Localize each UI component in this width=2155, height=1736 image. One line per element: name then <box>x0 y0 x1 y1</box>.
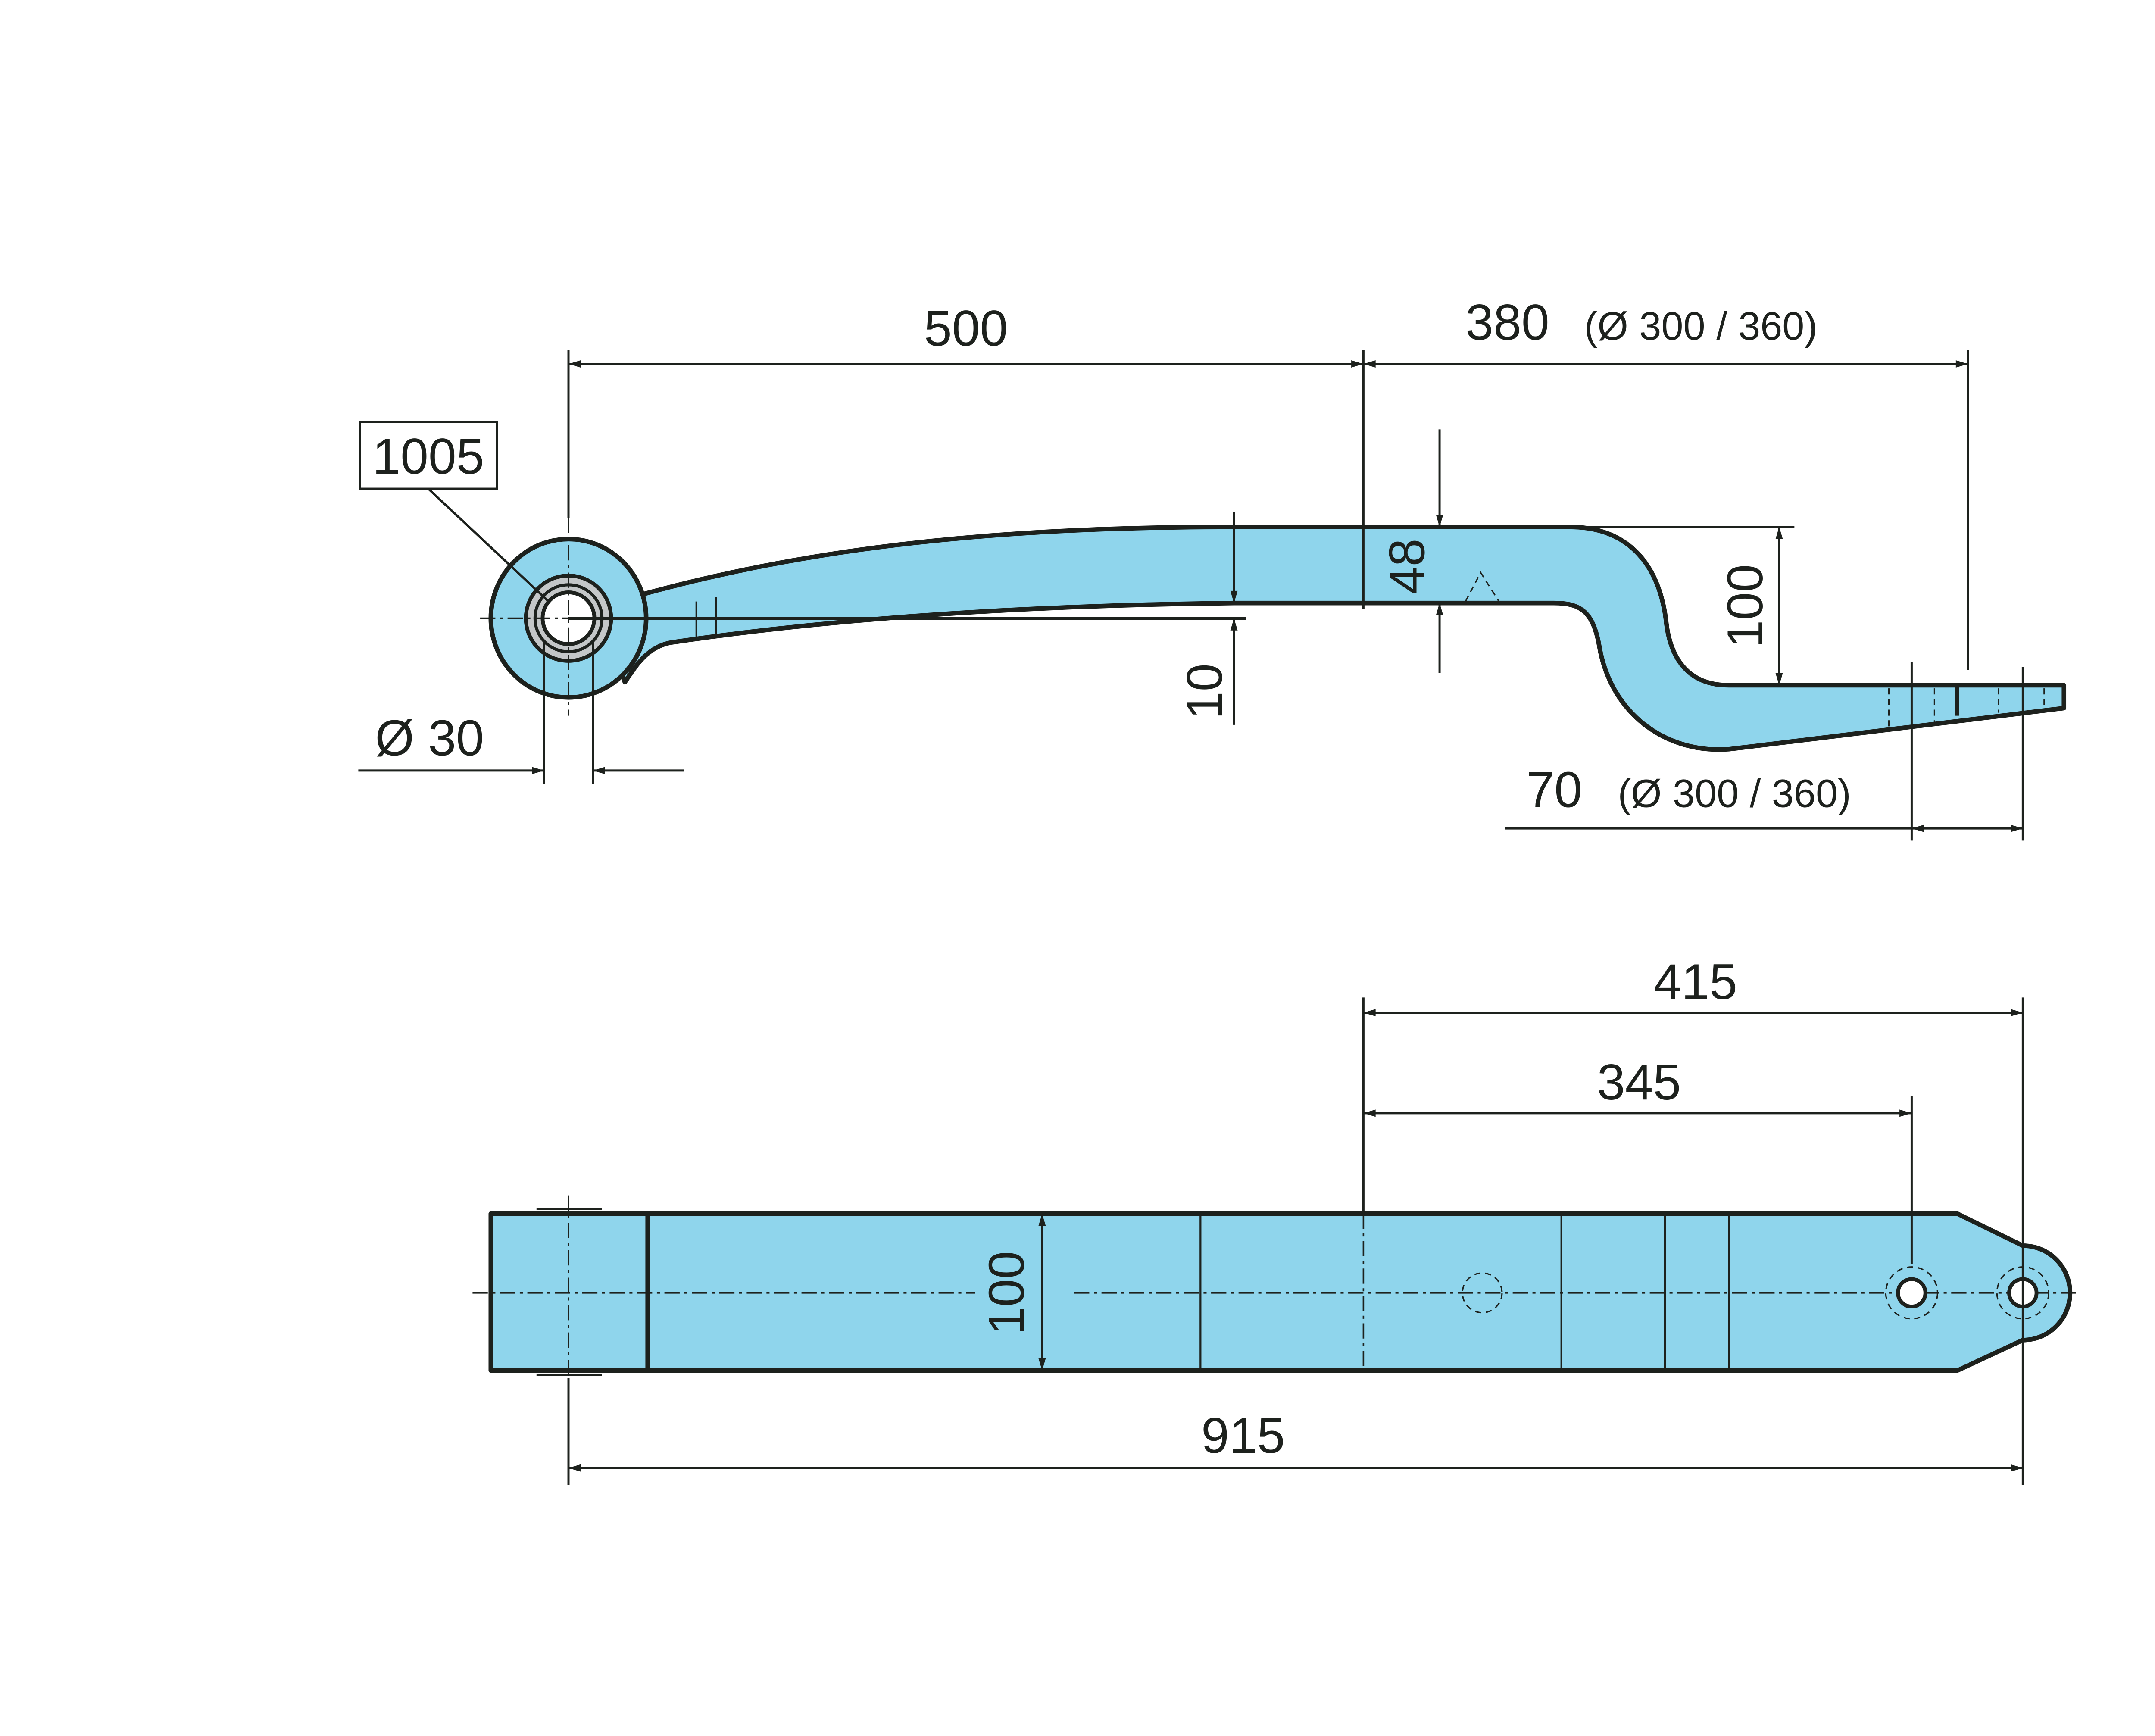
dim-345: 345 <box>1597 1054 1681 1110</box>
dim-415: 415 <box>1653 953 1737 1010</box>
dim-380: 380 <box>1465 294 1549 350</box>
side-view: 1005 500 380 (Ø 300 / 360) 48 100 10 Ø 3… <box>358 294 2067 841</box>
part-reference-label: 1005 <box>372 428 484 484</box>
dim-70-note: (Ø 300 / 360) <box>1618 772 1851 816</box>
dim-100-width: 100 <box>978 1251 1034 1335</box>
dim-915: 915 <box>1201 1407 1285 1464</box>
dim-10: 10 <box>1176 663 1233 719</box>
dim-eye-diameter: Ø 30 <box>375 710 484 766</box>
hidden-hole <box>1462 1272 1503 1314</box>
bolt-hole <box>1896 1277 1927 1309</box>
leaf-spring-plan <box>645 1211 2073 1373</box>
leaf-spring-side <box>600 525 2067 752</box>
dim-100-height: 100 <box>1717 564 1773 648</box>
dim-70: 70 <box>1526 762 1582 818</box>
dim-500: 500 <box>924 300 1008 356</box>
dim-48: 48 <box>1379 539 1435 595</box>
dim-380-note: (Ø 300 / 360) <box>1584 304 1818 348</box>
plan-view: 415 345 100 915 <box>472 953 2080 1485</box>
